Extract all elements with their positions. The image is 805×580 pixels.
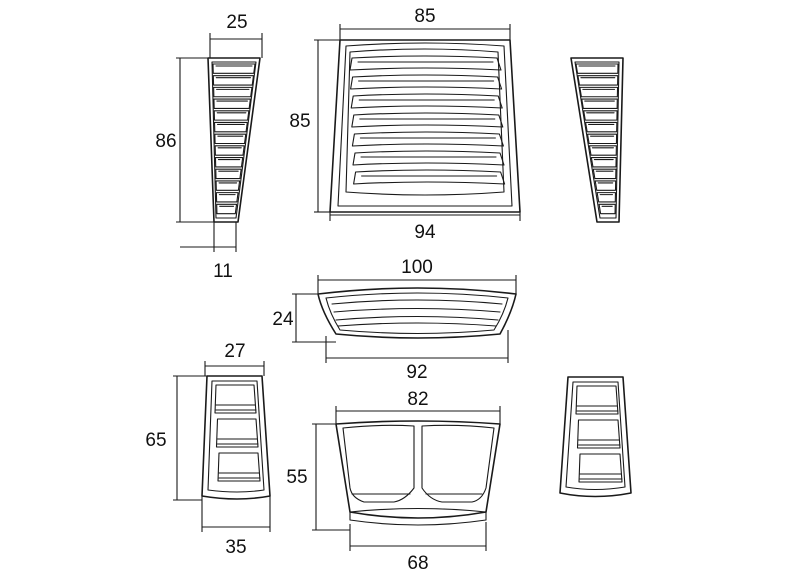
slat — [588, 145, 617, 156]
slat — [586, 133, 618, 145]
louvre — [575, 385, 619, 415]
louvre — [353, 169, 506, 185]
slat — [214, 133, 247, 145]
slat — [592, 168, 617, 180]
side-vent-left — [207, 57, 261, 223]
slat — [579, 86, 619, 98]
slat — [590, 156, 617, 168]
dim-scoop-height: 55 — [286, 467, 307, 488]
dim-small-vent-height: 65 — [145, 430, 166, 451]
louvre — [351, 131, 504, 147]
louvre — [351, 112, 504, 128]
slat — [214, 156, 244, 168]
slat — [598, 203, 616, 215]
slat — [212, 75, 255, 86]
louvre — [352, 150, 505, 166]
louvre — [214, 384, 257, 414]
slat — [575, 63, 619, 74]
side-vent-dimensions: 25 86 11 — [155, 12, 263, 282]
small-vent-left — [201, 375, 271, 500]
louvre — [578, 453, 623, 483]
square-vent-dimensions: 85 85 94 — [289, 6, 521, 243]
small-vent-right-louvres — [575, 385, 623, 483]
louvre — [217, 452, 261, 482]
dim-side-vent-bottom-width: 11 — [213, 261, 233, 282]
side-vent-right-slats — [575, 63, 619, 215]
louvre — [350, 93, 503, 109]
slat — [215, 192, 239, 203]
slat — [594, 180, 617, 191]
slat — [213, 98, 251, 109]
louvre — [350, 74, 503, 90]
side-vent-right — [570, 57, 624, 223]
slat — [216, 203, 238, 215]
slat — [214, 145, 245, 156]
slat — [577, 75, 619, 86]
slat — [213, 110, 250, 121]
slot-vent-dimensions: 100 24 92 — [272, 257, 517, 383]
dim-small-vent-top-width: 27 — [224, 341, 245, 362]
dim-slot-vent-bottom-width: 92 — [406, 362, 427, 383]
square-vent — [329, 39, 521, 213]
slat — [581, 98, 618, 109]
slat — [212, 63, 256, 74]
slot-vent — [317, 287, 517, 339]
dim-slot-vent-top-width: 100 — [401, 257, 433, 278]
small-vent-left-louvres — [214, 384, 261, 482]
louvre — [215, 418, 259, 448]
small-vent-right — [559, 376, 632, 498]
dim-square-vent-top-width: 85 — [414, 6, 435, 27]
dim-scoop-bottom-width: 68 — [407, 553, 428, 574]
dim-slot-vent-height: 24 — [272, 309, 294, 330]
small-vent-dimensions: 27 65 35 — [145, 341, 271, 558]
slat — [215, 168, 242, 180]
slat — [213, 121, 248, 133]
side-vent-left-slats — [212, 63, 256, 215]
dim-small-vent-bottom-width: 35 — [225, 537, 246, 558]
slat — [583, 110, 618, 121]
dim-side-vent-height: 86 — [155, 131, 176, 152]
slat — [585, 121, 618, 133]
dim-square-vent-height: 85 — [289, 111, 310, 132]
louvre — [349, 55, 502, 71]
dim-square-vent-bottom-width: 94 — [414, 222, 436, 243]
louvre — [576, 419, 621, 449]
slat — [213, 86, 253, 98]
twin-scoop — [335, 420, 501, 526]
dim-scoop-top-width: 82 — [407, 389, 428, 410]
dim-side-vent-top-width: 25 — [226, 12, 247, 33]
slat — [215, 180, 241, 191]
scoop-dimensions: 82 55 68 — [286, 389, 501, 574]
slat — [596, 192, 617, 203]
square-vent-louvres — [349, 55, 506, 185]
